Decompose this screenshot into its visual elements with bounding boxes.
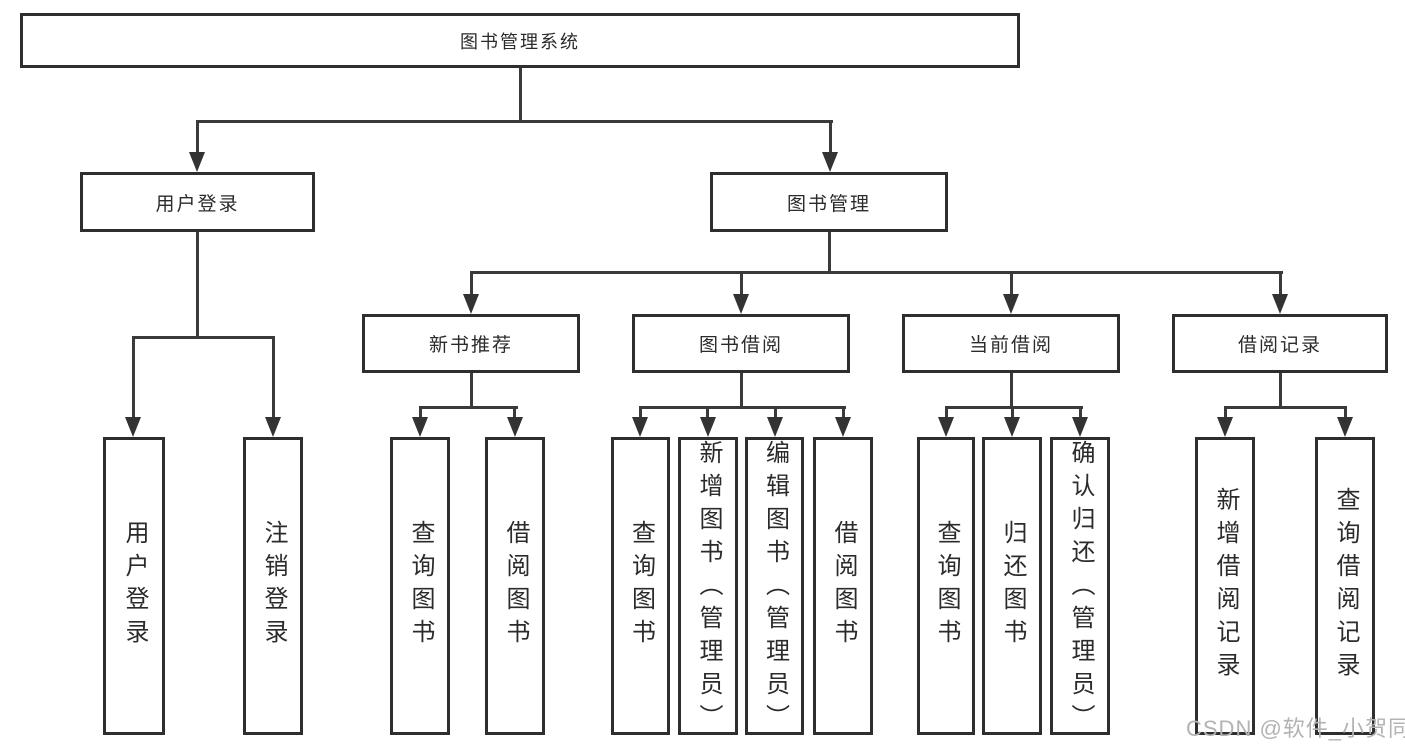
arrow-down-icon bbox=[938, 417, 954, 437]
connector-line bbox=[1079, 406, 1082, 420]
node-label: 归还图书 bbox=[999, 520, 1026, 652]
arrow-down-icon bbox=[700, 417, 716, 437]
node-borrowing-records: 借阅记录 bbox=[1172, 314, 1388, 373]
connector-line bbox=[945, 406, 948, 420]
node-label: 用户登录 bbox=[121, 520, 148, 652]
connector-line bbox=[945, 406, 1083, 409]
connector-line bbox=[740, 271, 743, 297]
node-add-borrow-record: 新增借阅记录 bbox=[1195, 437, 1255, 735]
connector-line bbox=[470, 271, 473, 297]
node-label: 新增借阅记录 bbox=[1212, 487, 1239, 685]
arrow-down-icon bbox=[189, 152, 205, 172]
node-confirm-return-admin: 确认归还（管理员） bbox=[1050, 437, 1110, 737]
node-label: 借阅记录 bbox=[1237, 335, 1322, 356]
arrow-down-icon bbox=[1337, 417, 1353, 437]
connector-line bbox=[470, 373, 473, 408]
connector-line bbox=[1279, 373, 1282, 408]
node-current-borrowing: 当前借阅 bbox=[902, 314, 1120, 373]
connector-line bbox=[1279, 271, 1282, 297]
arrow-down-icon bbox=[1217, 417, 1233, 437]
node-logout: 注销登录 bbox=[243, 437, 303, 735]
node-book-borrowing: 图书借阅 bbox=[632, 314, 850, 373]
connector-line bbox=[513, 406, 516, 420]
connector-line bbox=[519, 68, 522, 122]
arrow-down-icon bbox=[767, 417, 783, 437]
node-label: 借阅图书 bbox=[830, 520, 857, 652]
node-label: 新增图书（管理员） bbox=[695, 440, 722, 737]
arrow-down-icon bbox=[507, 417, 523, 437]
connector-line bbox=[639, 406, 846, 409]
node-label: 用户登录 bbox=[155, 193, 240, 215]
node-book-management-branch: 图书管理 bbox=[710, 172, 948, 232]
node-new-book-recommendation: 新书推荐 bbox=[362, 314, 580, 373]
node-label: 图书管理 bbox=[786, 193, 871, 215]
connector-line bbox=[196, 232, 199, 338]
connector-line bbox=[419, 406, 518, 409]
connector-line bbox=[1010, 271, 1013, 297]
node-label: 注销登录 bbox=[260, 520, 287, 652]
node-edit-books-admin: 编辑图书（管理员） bbox=[745, 437, 804, 737]
connector-line bbox=[1344, 406, 1347, 420]
node-user-login-branch: 用户登录 bbox=[80, 172, 315, 232]
connector-line bbox=[740, 373, 743, 408]
node-label: 查询图书 bbox=[627, 520, 655, 652]
connector-line bbox=[196, 120, 833, 123]
arrow-down-icon bbox=[1072, 417, 1088, 437]
node-label: 查询借阅记录 bbox=[1332, 487, 1359, 685]
node-label: 借阅图书 bbox=[502, 520, 529, 652]
connector-line bbox=[828, 232, 831, 273]
node-label: 当前借阅 bbox=[968, 335, 1053, 356]
connector-line bbox=[829, 120, 832, 156]
connector-line bbox=[639, 406, 642, 420]
arrow-down-icon bbox=[1003, 294, 1019, 314]
arrow-down-icon bbox=[822, 152, 838, 172]
node-query-books-3: 查询图书 bbox=[917, 437, 975, 735]
arrow-down-icon bbox=[733, 294, 749, 314]
connector-line bbox=[1224, 406, 1227, 420]
node-borrow-books-1: 借阅图书 bbox=[485, 437, 545, 735]
connector-line bbox=[196, 120, 199, 156]
arrow-down-icon bbox=[412, 417, 428, 437]
connector-line bbox=[132, 336, 135, 420]
node-label: 图书管理系统 bbox=[460, 31, 580, 52]
node-return-books: 归还图书 bbox=[982, 437, 1042, 735]
connector-line bbox=[774, 406, 777, 420]
arrow-down-icon bbox=[1004, 417, 1020, 437]
arrow-down-icon bbox=[125, 417, 141, 437]
node-query-borrow-record: 查询借阅记录 bbox=[1315, 437, 1375, 735]
node-library-system: 图书管理系统 bbox=[20, 13, 1020, 68]
node-label: 编辑图书（管理员） bbox=[761, 440, 789, 737]
connector-line bbox=[132, 336, 275, 339]
node-label: 新书推荐 bbox=[428, 335, 513, 356]
arrow-down-icon bbox=[632, 417, 648, 437]
connector-line bbox=[272, 336, 275, 420]
arrow-down-icon bbox=[265, 417, 281, 437]
arrow-down-icon bbox=[463, 294, 479, 314]
node-label: 查询图书 bbox=[933, 520, 960, 652]
node-user-login: 用户登录 bbox=[103, 437, 165, 735]
connector-line bbox=[1010, 373, 1013, 408]
node-label: 图书借阅 bbox=[698, 335, 783, 356]
node-borrow-books-2: 借阅图书 bbox=[813, 437, 873, 735]
connector-line bbox=[419, 406, 422, 420]
node-add-books-admin: 新增图书（管理员） bbox=[678, 437, 738, 737]
arrow-down-icon bbox=[835, 417, 851, 437]
connector-line bbox=[1011, 406, 1014, 420]
node-label: 确认归还（管理员） bbox=[1067, 440, 1094, 737]
node-query-books-1: 查询图书 bbox=[390, 437, 450, 735]
csdn-watermark: CSDN @软件_小贺同学 bbox=[1186, 716, 1405, 741]
connector-line bbox=[706, 406, 709, 420]
node-label: 查询图书 bbox=[407, 520, 434, 652]
connector-line bbox=[842, 406, 845, 420]
node-query-books-2: 查询图书 bbox=[611, 437, 670, 735]
connector-line bbox=[1224, 406, 1347, 409]
arrow-down-icon bbox=[1272, 294, 1288, 314]
connector-line bbox=[470, 271, 1283, 274]
